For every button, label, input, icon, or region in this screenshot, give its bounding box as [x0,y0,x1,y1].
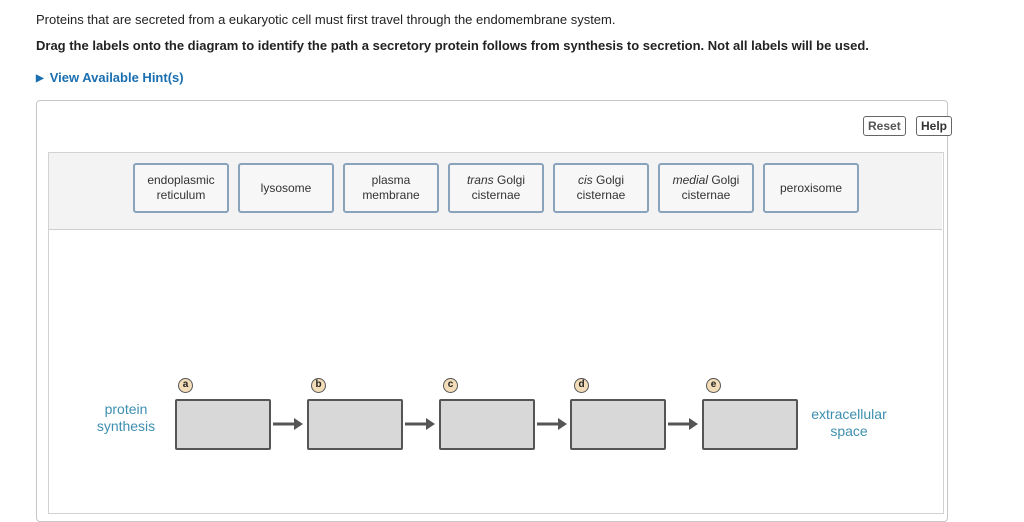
label-plasma-membrane[interactable]: plasma membrane [343,163,439,213]
drop-target-e[interactable] [702,399,798,450]
slot-letter-b: b [311,378,326,393]
reset-button[interactable]: Reset [863,116,906,136]
arrow-right-icon [405,418,435,430]
label-cis-golgi-cisternae[interactable]: cis Golgi cisternae [553,163,649,213]
question-intro: Proteins that are secreted from a eukary… [36,12,616,27]
question-instruction: Drag the labels onto the diagram to iden… [36,38,869,53]
arrow-right-icon [273,418,303,430]
slot-letter-c: c [443,378,458,393]
help-button[interactable]: Help [916,116,953,136]
drop-target-d[interactable] [570,399,666,450]
label-endoplasmic-reticulum[interactable]: endoplasmic reticulum [133,163,229,213]
drop-target-c[interactable] [439,399,535,450]
arrow-right-icon [537,418,567,430]
hint-link-label: View Available Hint(s) [49,70,184,85]
label-lysosome[interactable]: lysosome [238,163,334,213]
start-label-protein-synthesis: protein synthesis [96,401,156,434]
slot-letter-a: a [178,378,193,393]
slot-letter-e: e [706,378,721,393]
caret-right-icon: ▶ [36,73,44,84]
label-peroxisome[interactable]: peroxisome [763,163,859,213]
arrow-right-icon [668,418,698,430]
end-label-extracellular-space: extracellular space [811,406,887,439]
view-hints-link[interactable]: ▶ View Available Hint(s) [36,70,184,85]
drop-target-a[interactable] [175,399,271,450]
slot-letter-d: d [574,378,589,393]
label-medial-golgi-cisternae[interactable]: medial Golgi cisternae [658,163,754,213]
drop-target-b[interactable] [307,399,403,450]
label-trans-golgi-cisternae[interactable]: trans Golgi cisternae [448,163,544,213]
